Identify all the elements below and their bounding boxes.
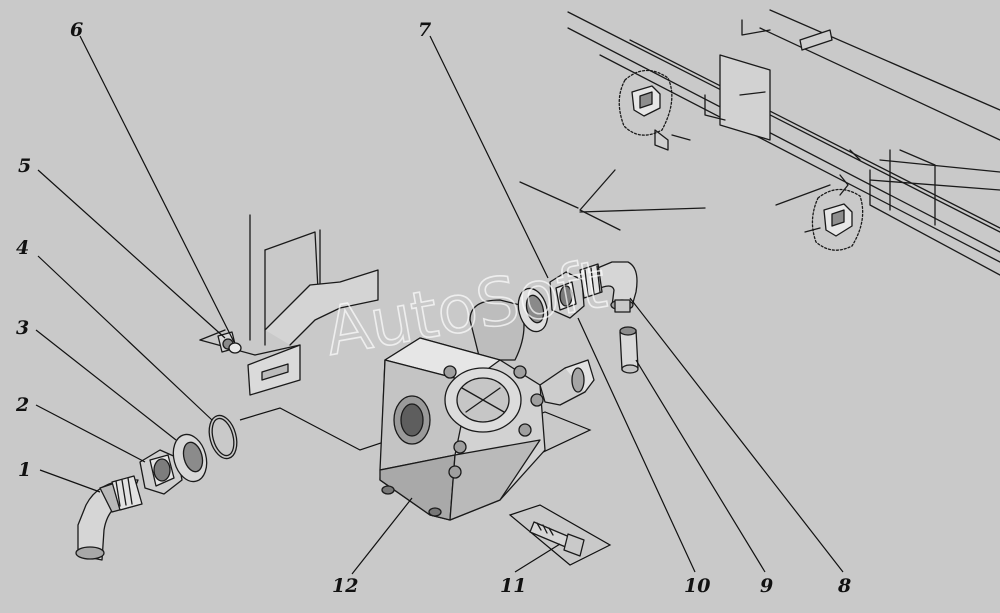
callout-3: 3	[16, 317, 29, 339]
leader-8	[629, 297, 844, 573]
part-2-hex-nut	[139, 449, 183, 495]
part-1-elbow-fitting	[75, 475, 143, 561]
frame-clip-detail-lower	[811, 188, 864, 251]
leader-7	[429, 35, 549, 279]
leader-11	[514, 543, 561, 573]
leader-4	[37, 255, 213, 421]
callout-4: 4	[16, 237, 29, 259]
part-8-upper-elbow-fitting	[579, 261, 638, 313]
leader-9	[635, 359, 766, 573]
leader-1	[39, 469, 101, 493]
part-10-union-nut	[549, 271, 585, 319]
leader-3	[35, 329, 177, 441]
mounting-bracket	[199, 214, 379, 396]
part-12-valve-housing	[379, 299, 595, 521]
part-7-seal-ring	[517, 287, 549, 333]
leader-2	[35, 404, 146, 463]
part-3-washer	[172, 433, 208, 483]
direction-lines	[519, 169, 706, 231]
leader-10	[577, 317, 696, 573]
leader-6	[79, 35, 235, 343]
chassis-frame	[567, 9, 1000, 276]
callout-12: 12	[332, 575, 358, 597]
part-4-o-ring	[208, 414, 238, 460]
leader-12	[351, 497, 413, 575]
leader-lines	[35, 35, 844, 575]
frame-clip-detail-upper	[618, 69, 673, 136]
callout-6: 6	[70, 19, 83, 41]
callout-10: 10	[684, 575, 710, 597]
part-9-sleeve	[619, 326, 639, 374]
callout-7: 7	[418, 19, 431, 41]
callout-5: 5	[18, 155, 31, 177]
leader-5	[37, 169, 226, 339]
callout-11: 11	[500, 575, 526, 597]
callout-9: 9	[760, 575, 773, 597]
callout-8: 8	[837, 575, 851, 597]
callout-2: 2	[15, 394, 29, 416]
callout-1: 1	[18, 459, 31, 481]
part-11-bolt	[529, 521, 585, 557]
callout-labels: 1 2 3 4 5 6 7 8 9 10 11 12	[15, 19, 851, 597]
